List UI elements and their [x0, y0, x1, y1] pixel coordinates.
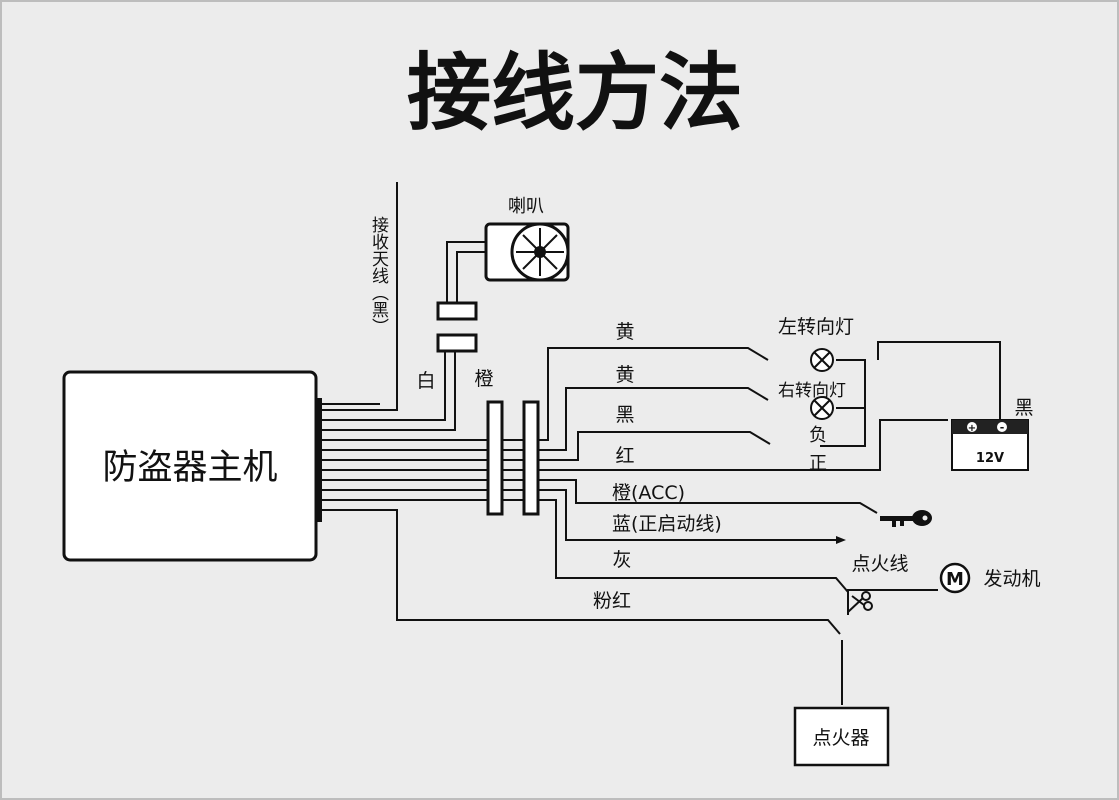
right-lamp-label: 右转向灯	[778, 381, 846, 401]
yellow-wire-2-label: 黄	[615, 364, 634, 386]
pink-wire	[322, 509, 841, 635]
orange-acc-wire-label: 橙(ACC)	[612, 482, 685, 504]
wire-clamp-2	[522, 400, 540, 516]
horn-connector-lower	[436, 333, 478, 353]
positive-label: 正	[809, 453, 827, 474]
red-wire	[322, 419, 948, 471]
horn-icon	[484, 222, 570, 282]
negative-label: 负	[809, 425, 827, 446]
orange-horn-wire	[322, 350, 456, 431]
antenna-wire	[322, 182, 398, 411]
arrow-heads	[836, 536, 846, 544]
right-lamp-icon	[810, 396, 834, 420]
blue-arrow-head	[836, 536, 846, 544]
wire-bundle	[322, 182, 1001, 705]
horn-wire-upper-1	[446, 241, 488, 302]
ignition-wire-label: 点火线	[851, 553, 908, 575]
black-wire-label: 黑	[615, 404, 634, 426]
grey-wire-label: 灰	[612, 549, 631, 571]
left-lamp-icon	[810, 348, 834, 372]
battery-minus: -	[1000, 421, 1005, 434]
battery-voltage: 12V	[976, 451, 1004, 466]
battery-plus: +	[968, 423, 976, 434]
battery-positive-lead	[877, 341, 1001, 420]
grey-wire	[322, 499, 849, 593]
orange-horn-wire-label: 橙	[474, 368, 493, 390]
black-wire	[322, 431, 771, 461]
blue-wire-label: 蓝(正启动线)	[612, 513, 722, 535]
yellow-wire-1-label: 黄	[615, 321, 634, 343]
wire-clamp-1	[486, 400, 504, 516]
antenna-label: 接收天线（黑）	[368, 216, 389, 335]
pink-wire-label: 粉红	[593, 590, 631, 612]
white-wire	[322, 350, 446, 421]
red-wire-label: 红	[615, 445, 634, 467]
engine-label: 发动机	[983, 568, 1040, 590]
motor-symbol: M	[946, 569, 964, 590]
horn-connector-upper	[436, 301, 478, 321]
left-lamp-label: 左转向灯	[778, 316, 854, 338]
horn-label: 喇叭	[508, 196, 544, 217]
orange-acc-wire	[322, 479, 878, 514]
white-wire-label: 白	[416, 370, 435, 392]
battery-icon	[951, 419, 1029, 471]
scissors-icon	[847, 591, 873, 613]
lamp-ground-left	[820, 359, 866, 447]
yellow-wire-2	[322, 387, 769, 451]
main-unit-connector	[316, 398, 322, 522]
battery-black-label: 黑	[1014, 397, 1033, 419]
igniter-label: 点火器	[812, 727, 869, 749]
yellow-wire-1	[322, 347, 769, 441]
diagram-title: 接线方法	[407, 44, 743, 142]
motor-icon	[939, 562, 971, 594]
ignition-line	[847, 589, 938, 615]
horn-wire-upper-2	[456, 251, 488, 302]
blue-wire	[322, 489, 836, 541]
key-icon	[880, 510, 932, 527]
main-unit-label: 防盗器主机	[102, 448, 277, 488]
igniter-box	[793, 706, 890, 767]
